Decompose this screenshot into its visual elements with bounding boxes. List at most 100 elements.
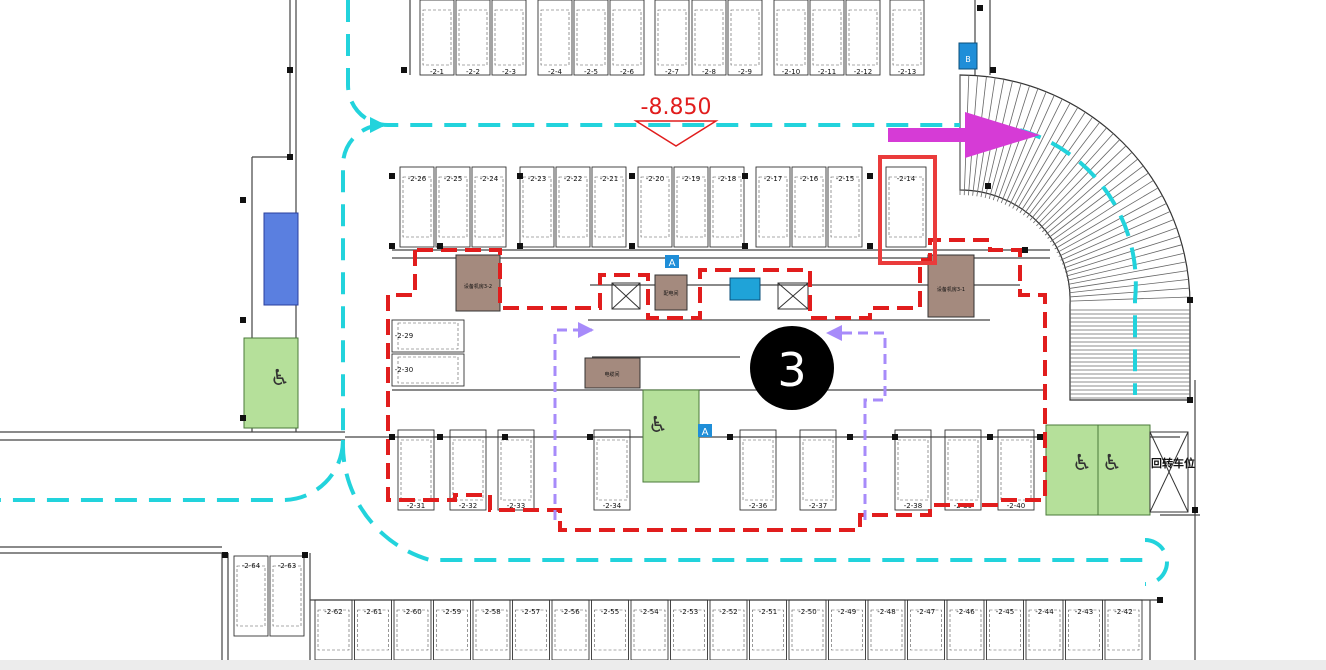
parking-space[interactable]: -2-7 [654,0,690,76]
parking-space[interactable]: -2-51 [749,599,787,661]
parking-space-label: -2-45 [996,608,1014,616]
parking-space[interactable]: -2-53 [670,599,708,661]
parking-space[interactable]: -2-33 [497,429,535,511]
column-marker [401,67,407,73]
parking-space[interactable]: -2-1 [419,0,455,76]
parking-space[interactable]: -2-37 [799,429,837,511]
parking-space-label: -2-49 [838,608,856,616]
parking-space[interactable]: -2-60 [393,599,432,661]
parking-space[interactable]: -2-61 [354,599,392,661]
parking-space[interactable]: -2-5 [573,0,609,76]
parking-space[interactable]: -2-15 [827,166,863,248]
parking-space-label: -2-15 [836,175,854,183]
parking-space[interactable]: -2-11 [809,0,845,76]
parking-space[interactable]: -2-10 [773,0,809,76]
parking-space[interactable]: -2-23 [519,166,555,248]
parking-space[interactable]: -2-14 [885,166,927,248]
parking-space[interactable]: -2-47 [907,599,945,661]
parking-space[interactable]: -2-17 [755,166,791,248]
parking-space[interactable]: -2-34 [593,429,631,511]
ramp-step [1069,278,1189,294]
parking-space[interactable]: -2-24 [471,166,507,248]
parking-space[interactable]: -2-18 [709,166,745,248]
parking-space[interactable]: -2-50 [788,599,827,661]
parking-space[interactable]: -2-46 [946,599,985,661]
ramp-step [1036,139,1121,227]
blue-parking-space[interactable] [263,212,299,306]
parking-space[interactable]: -2-30 [391,353,465,387]
parking-space[interactable]: -2-64 [233,555,269,637]
column-marker [1192,507,1198,513]
parking-space-label: -2-40 [1007,502,1025,510]
parking-space[interactable]: -2-3 [491,0,527,76]
column-marker [240,415,246,421]
route-arrow-icon [370,117,386,133]
parking-space-label: -2-4 [548,68,563,76]
parking-space[interactable]: -2-55 [591,599,629,661]
column-marker [389,243,395,249]
accessible-space-left[interactable] [243,337,299,429]
elevator-marker [958,42,978,70]
parking-space[interactable]: -2-8 [691,0,727,76]
parking-space[interactable]: -2-29 [391,319,465,353]
parking-space[interactable]: -2-9 [727,0,763,76]
parking-space[interactable]: -2-56 [551,599,590,661]
highlighted-space-frame[interactable] [878,155,937,265]
parking-space[interactable]: -2-38 [894,429,932,511]
parking-space[interactable]: -2-44 [1025,599,1064,661]
parking-space-label: -2-44 [1035,608,1054,616]
parking-space-label: -2-59 [443,608,461,616]
parking-space-label: -2-21 [600,175,618,183]
wheelchair-icon: ♿ [1072,451,1092,476]
parking-space[interactable]: -2-62 [314,599,353,661]
parking-space[interactable]: -2-25 [435,166,471,248]
ramp-step [1063,227,1177,269]
vehicle-route [0,0,1169,586]
parking-space[interactable]: -2-2 [455,0,491,76]
parking-space[interactable]: -2-19 [673,166,709,248]
parking-space[interactable]: -2-16 [791,166,827,248]
parking-space[interactable]: -2-13 [889,0,925,76]
parking-space[interactable]: -2-48 [867,599,906,661]
ramp-step [1039,145,1127,230]
ramp-step [1066,244,1183,277]
parking-space-label: -2-56 [561,608,580,616]
parking-space-label: -2-2 [466,68,480,76]
parking-space[interactable]: -2-54 [630,599,669,661]
parking-space[interactable]: -2-26 [399,166,435,248]
parking-space[interactable]: -2-45 [986,599,1024,661]
lower-room-label: 电缆间 [604,371,619,378]
parking-space[interactable]: -2-59 [433,599,471,661]
parking-space-label: -2-29 [395,332,413,340]
column-marker [389,173,395,179]
accessible-space-center[interactable] [642,389,700,483]
parking-space[interactable]: -2-12 [845,0,881,76]
parking-space[interactable]: -2-57 [512,599,550,661]
column-marker [867,243,873,249]
parking-space[interactable]: -2-36 [739,429,777,511]
parking-space[interactable]: -2-39 [944,429,982,511]
parking-space-label: -2-31 [407,502,425,510]
parking-space[interactable]: -2-4 [537,0,573,76]
column-marker [1037,434,1043,440]
parking-space[interactable]: -2-32 [449,429,487,511]
accessible-marker-lower-label: A [702,427,709,438]
parking-space[interactable]: -2-49 [828,599,866,661]
parking-space[interactable]: -2-43 [1065,599,1103,661]
parking-space-label: -2-12 [854,68,872,76]
zone-badge [750,326,834,410]
parking-space[interactable]: -2-20 [637,166,673,248]
parking-space[interactable]: -2-6 [609,0,645,76]
parking-space[interactable]: -2-63 [269,555,305,637]
parking-space[interactable]: -2-58 [472,599,511,661]
parking-space[interactable]: -2-22 [555,166,591,248]
parking-space[interactable]: -2-52 [709,599,748,661]
column-marker [629,173,635,179]
accessible-space-right-2[interactable] [1097,424,1151,516]
parking-space[interactable]: -2-42 [1104,599,1143,661]
parking-space-label: -2-16 [800,175,819,183]
parking-space-label: -2-23 [528,175,546,183]
parking-space[interactable]: -2-31 [397,429,435,511]
parking-space[interactable]: -2-21 [591,166,627,248]
column-marker [587,434,593,440]
